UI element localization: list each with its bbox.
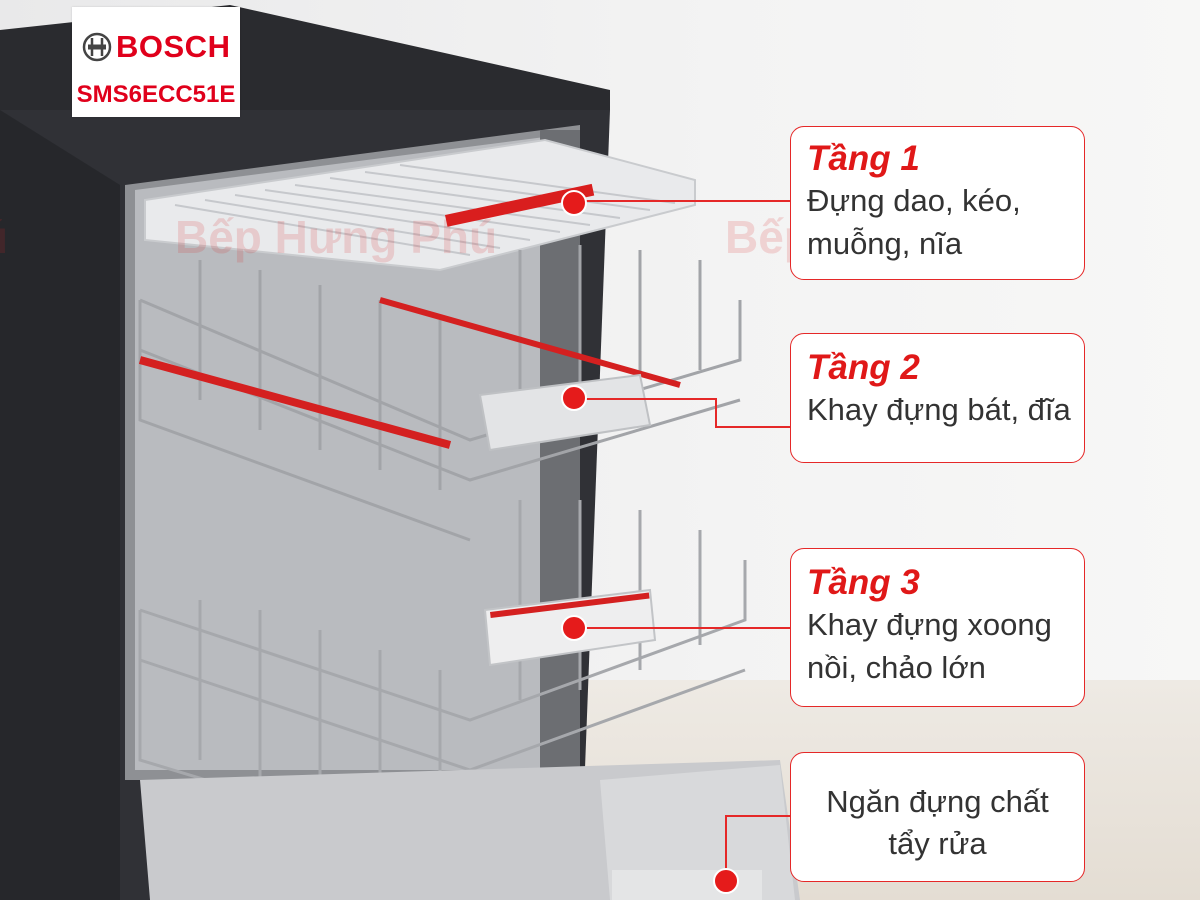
brand-name: BOSCH [116,29,231,64]
callout-desc-line: tẩy rửa [888,826,987,861]
connector-2c [715,426,790,428]
callout-desc-line: Ngăn đựng chất [826,784,1049,819]
watermark-center: Bếp Hưng Phú [175,211,498,263]
watermark-left: ú [0,210,8,264]
marker-dot-4 [713,868,739,894]
callout-title: Tầng 3 [807,563,920,602]
callout-desc-line: nồi, chảo lớn [807,650,986,685]
callout-title: Tầng 1 [807,139,920,178]
callout-desc-line: muỗng, nĩa [807,226,963,261]
connector-4b [725,815,727,883]
marker-dot-1 [561,190,587,216]
brand-logo-box: BOSCH SMS6ECC51E [72,7,240,117]
marker-dot-2 [561,385,587,411]
connector-4a [725,815,790,817]
connector-1 [575,200,790,202]
bosch-armature-icon [82,32,112,62]
callout-tier-2: Tầng 2 Khay đựng bát, đĩa [790,333,1085,463]
callout-desc-line: Khay đựng bát, đĩa [807,392,1071,427]
callout-title: Tầng 2 [807,348,920,387]
callout-desc-line: Khay đựng xoong [807,607,1052,642]
callout-tier-3: Tầng 3 Khay đựng xoong nồi, chảo lớn [790,548,1085,707]
callout-desc-line: Đựng dao, kéo, [807,183,1021,218]
connector-2a [575,398,715,400]
connector-2b [715,398,717,428]
model-number: SMS6ECC51E [76,81,236,108]
callout-detergent-compartment: Ngăn đựng chất tẩy rửa [790,752,1085,882]
connector-3 [575,627,790,629]
callout-tier-1: Tầng 1 Đựng dao, kéo, muỗng, nĩa [790,126,1085,280]
brand-logo: BOSCH [82,29,230,65]
marker-dot-3 [561,615,587,641]
